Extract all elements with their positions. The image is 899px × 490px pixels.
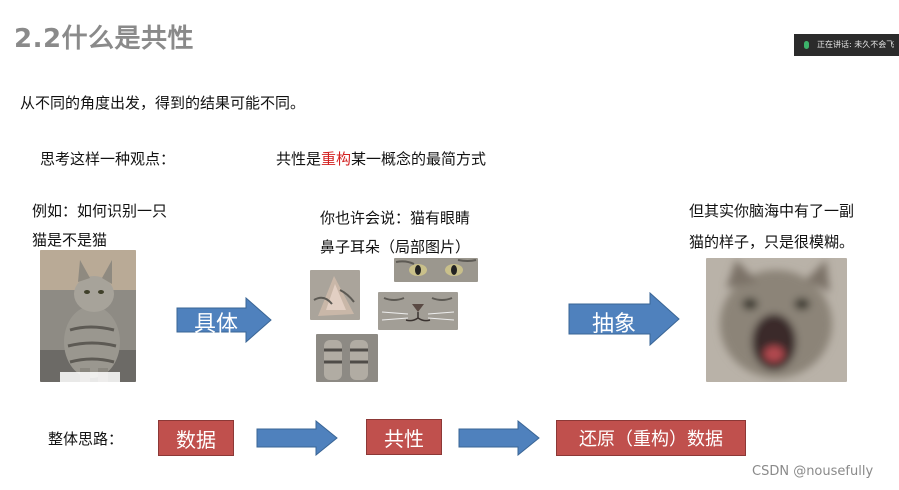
microphone-icon [804,40,809,49]
example-line-2: 猫是不是猫 [32,231,108,249]
viewpoint-statement: 共性是重构某一概念的最简方式 [276,148,486,169]
blur-line-2: 猫的样子，只是很模糊。 [689,233,855,251]
csdn-watermark: CSDN @nousefully [752,464,874,479]
flow-label: 整体思路： [48,430,124,448]
cat-full-photo [40,250,136,382]
parts-line-2: 鼻子耳朵（局部图片） [320,238,471,256]
parts-line-1: 你也许会说：猫有眼睛 [320,209,471,227]
abstract-arrow: 抽象 [568,292,680,346]
viewpoint-post: 某一概念的最简方式 [351,150,487,168]
slide-title: 2.2什么是共性 [14,24,195,54]
viewpoint-pre: 共性是 [276,150,322,168]
flow-step-commonality: 共性 [366,419,442,455]
flow-arrow-1 [256,420,338,456]
concrete-arrow: 具体 [176,297,272,343]
flow-step-reconstruct: 还原（重构）数据 [556,420,746,456]
intro-text: 从不同的角度出发，得到的结果可能不同。 [20,94,306,112]
cat-ear-photo [310,270,360,320]
cat-eyes-photo [394,258,478,282]
cat-paws-photo [316,334,378,382]
concrete-arrow-label: 具体 [194,312,239,337]
abstract-arrow-label: 抽象 [592,312,637,337]
example-line-1: 例如：如何识别一只 [32,202,168,220]
meeting-speaking-indicator: 正在讲话: 未久不会飞 [794,34,899,56]
viewpoint-highlight: 重构 [321,150,352,168]
meeting-status-text: 正在讲话: 未久不会飞 [817,40,895,49]
blur-line-1: 但其实你脑海中有了一副 [689,202,855,220]
flow-step-data: 数据 [158,420,234,456]
viewpoint-label: 思考这样一种观点： [40,150,176,168]
cat-nose-photo [378,292,458,330]
flow-arrow-2 [458,420,540,456]
cat-blurry-photo [706,258,847,382]
